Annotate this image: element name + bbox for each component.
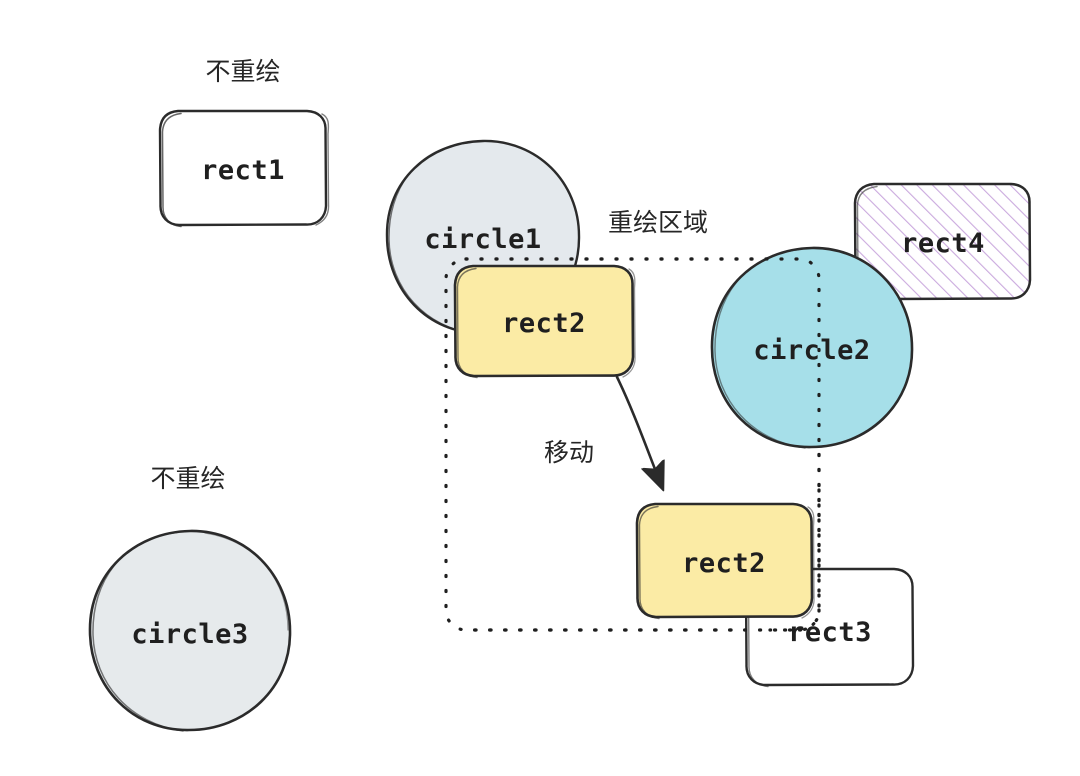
circle3-body <box>88 529 292 732</box>
move-arrow-line <box>615 375 662 487</box>
rect2-after-body <box>635 502 814 619</box>
rect2-before-label: rect2 <box>502 308 586 339</box>
rect2-after-sketch-stroke-2 <box>801 506 815 619</box>
move-arrow <box>615 375 662 487</box>
rect4-body <box>853 182 1032 301</box>
circle2-label: circle2 <box>753 335 870 366</box>
circle1-label: circle1 <box>424 224 541 255</box>
circle1-sketch-stroke <box>388 141 477 335</box>
rect2-after-label: rect2 <box>682 548 766 579</box>
rect2-before-sketch-stroke-2 <box>622 268 636 378</box>
circle2-sketch-stroke <box>714 248 806 449</box>
shape-circle3[interactable]: circle3 <box>88 529 292 732</box>
shape-rect2-after[interactable]: rect2 <box>635 502 815 620</box>
move-label: 移动 <box>544 438 594 467</box>
circle3-sketch-stroke <box>92 531 184 732</box>
rect2-before-sketch-stroke <box>456 267 478 379</box>
shape-rect2-before[interactable]: rect2 <box>453 264 636 379</box>
rect1-sketch-stroke <box>161 112 182 228</box>
redraw-region-label: 重绘区域 <box>608 208 708 237</box>
shape-rect4[interactable]: rect4 <box>853 182 1032 302</box>
rect4-label: rect4 <box>901 228 985 259</box>
redraw-region-outline-right <box>768 488 821 632</box>
rect2-after-sketch-stroke <box>638 505 660 620</box>
circle3-sketch-stroke-2 <box>204 532 289 631</box>
shape-circle2[interactable]: circle2 <box>710 246 914 449</box>
circle2-body <box>710 246 914 449</box>
rect1-sketch-stroke-2 <box>315 113 330 226</box>
no-redraw-label-top: 不重绘 <box>205 57 280 86</box>
rect2-before-body <box>453 264 635 378</box>
rect3-label: rect3 <box>788 617 872 648</box>
no-redraw-label-bottom: 不重绘 <box>150 464 225 493</box>
shape-rect1[interactable]: rect1 <box>158 109 330 228</box>
rect1-body <box>158 109 328 227</box>
rect1-label: rect1 <box>201 155 285 186</box>
circle3-label: circle3 <box>131 619 248 650</box>
